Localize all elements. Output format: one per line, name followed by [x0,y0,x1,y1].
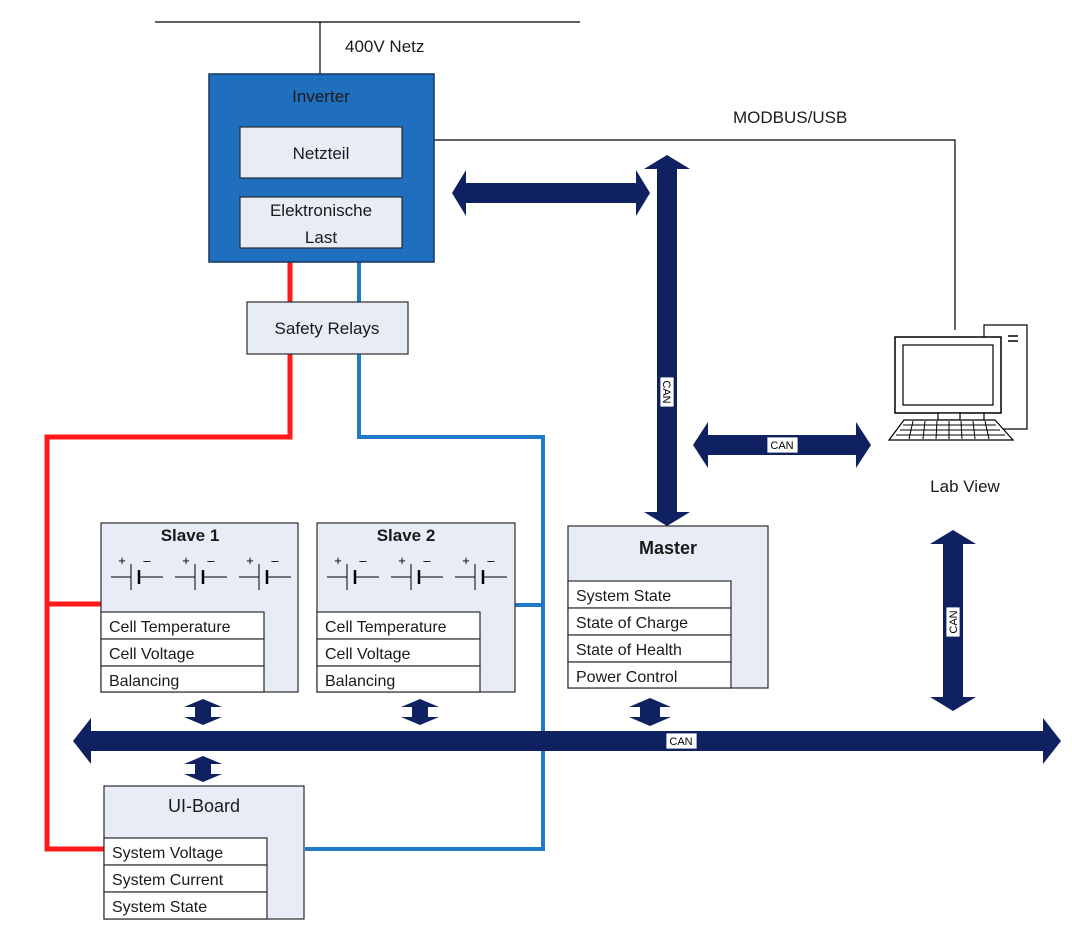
ui-board-title: UI-Board [168,796,240,816]
master-row-3: State of Health [576,642,682,659]
lab-view-label: Lab View [930,477,1000,496]
svg-text:–: – [271,553,279,568]
svg-text:+: + [462,553,470,568]
slave2-table: Cell Temperature Cell Voltage Balancing [316,611,481,693]
slave1-title: Slave 1 [161,526,220,545]
svg-text:+: + [334,553,342,568]
slave1-row-1: Cell Temperature [109,619,231,636]
negative-power-line-main [305,354,545,851]
svg-text:–: – [207,553,215,568]
svg-text:–: – [487,553,495,568]
slave2-row-2: Cell Voltage [325,646,410,663]
grid-label: 400V Netz [345,37,424,56]
netzteil-box [239,126,403,179]
svg-text:+: + [182,553,190,568]
elektronische-last-box [239,196,403,249]
svg-text:CAN: CAN [948,610,960,633]
vertical-can-bus [644,155,690,526]
slave1-table: Cell Temperature Cell Voltage Balancing [100,611,265,693]
battery-cell-icon: +– [239,553,291,590]
battery-cell-icon: +– [111,553,163,590]
svg-text:–: – [143,553,151,568]
slave1-bus-arrow [184,699,222,725]
ui-board-row-2: System Current [112,872,224,889]
battery-cell-icon: +– [175,553,227,590]
svg-text:+: + [118,553,126,568]
master-title: Master [639,538,697,558]
svg-text:CAN: CAN [770,440,793,452]
master-row-4: Power Control [576,669,677,686]
vertical-can-tag: CAN [659,376,675,408]
master-row-1: System State [576,588,671,605]
svg-text:CAN: CAN [669,736,692,748]
elektronische-last-line1: Elektronische [270,201,372,220]
svg-text:–: – [359,553,367,568]
computer-icon [887,324,1028,441]
svg-text:–: – [423,553,431,568]
labview-can-tag: CAN [766,436,799,454]
master-bus-arrow [629,698,671,726]
main-can-bus [73,718,1061,764]
elektronische-last-line2: Last [305,228,337,247]
slave1-row-2: Cell Voltage [109,646,194,663]
modbus-label: MODBUS/USB [733,108,847,127]
slave1-row-3: Balancing [109,673,179,690]
master-table: System State State of Charge State of He… [567,580,732,689]
slave1-battery-icons: +–+–+– [111,553,291,590]
netzteil-label: Netzteil [293,144,350,163]
master-row-2: State of Charge [576,615,688,632]
inverter-title: Inverter [292,87,350,106]
svg-text:CAN: CAN [660,380,672,403]
labview-vertical-can-tag: CAN [945,606,961,638]
svg-text:+: + [398,553,406,568]
uiboard-bus-arrow [184,756,222,782]
slave2-row-1: Cell Temperature [325,619,447,636]
ui-board-table: System Voltage System Current System Sta… [103,837,268,920]
modbus-line [434,139,956,330]
inverter-can-arrow [452,170,650,216]
ui-board-row-1: System Voltage [112,845,223,862]
slave2-battery-icons: +–+–+– [327,553,507,590]
battery-cell-icon: +– [455,553,507,590]
positive-power-line-main [44,354,293,852]
slave2-row-3: Balancing [325,673,395,690]
safety-relays-label: Safety Relays [275,319,380,338]
battery-cell-icon: +– [327,553,379,590]
slave2-title: Slave 2 [377,526,436,545]
slave2-bus-arrow [401,699,439,725]
battery-cell-icon: +– [391,553,443,590]
ui-board-row-3: System State [112,899,207,916]
safety-relays-box [246,301,409,355]
main-can-tag: CAN [665,732,698,750]
svg-text:+: + [246,553,254,568]
